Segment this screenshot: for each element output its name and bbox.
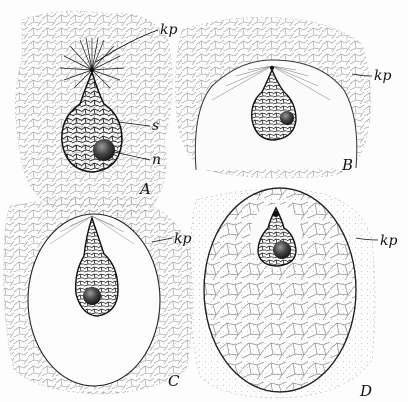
panel-b — [176, 17, 372, 178]
panel-d-nucleus — [273, 241, 291, 259]
panel-letter-d: D — [359, 382, 372, 400]
panel-b-nucleus — [280, 111, 294, 125]
panel-letter-a: A — [138, 180, 151, 198]
label-kp-c: kp — [174, 231, 191, 247]
panel-a-nucleus — [93, 139, 115, 161]
panel-c — [4, 199, 193, 394]
label-n: n — [152, 152, 161, 168]
panel-c-nucleus — [83, 287, 101, 305]
label-kp-b: kp — [374, 68, 391, 84]
panel-letter-c: C — [168, 372, 180, 390]
panel-letter-b: B — [341, 156, 353, 174]
label-kp-a: kp — [160, 22, 177, 38]
panel-d — [190, 188, 378, 398]
label-kp-d: kp — [380, 233, 397, 249]
label-s: s — [152, 118, 159, 134]
